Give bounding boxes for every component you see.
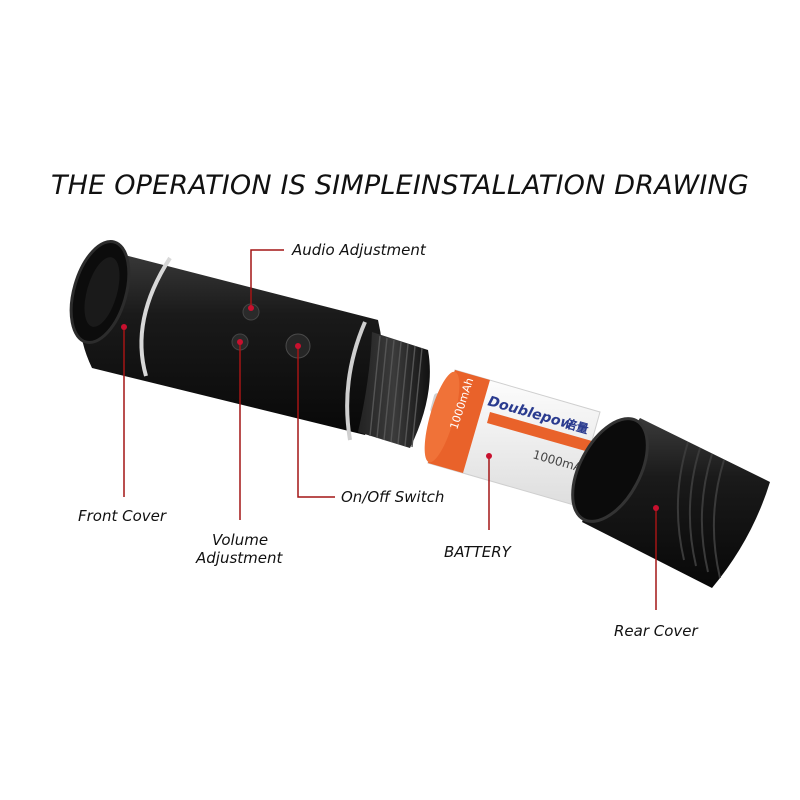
front-marker [121,324,127,330]
battery-marker [486,453,492,459]
battery-brand-cjk: 倍量 [563,415,590,436]
battery [424,369,601,506]
silver-ring [345,321,367,441]
leader-lines [123,249,657,610]
diagram-title: THE OPERATION IS SIMPLEINSTALLATION DRAW… [50,170,750,201]
label-audio-adjustment: Audio Adjustment [292,241,426,259]
label-on-off-switch: On/Off Switch [341,488,445,506]
label-volume-line2: Adjustment [196,549,283,567]
onoff-marker [295,343,301,349]
camera-body [69,240,430,448]
thread-section [358,332,430,448]
audio-marker [248,305,254,311]
label-battery: BATTERY [444,543,511,561]
silver-ring [139,256,172,377]
rear-marker [653,505,659,511]
label-front-cover: Front Cover [78,507,167,525]
label-rear-cover: Rear Cover [614,622,698,640]
volume-marker [237,339,243,345]
rear-cover [571,417,770,588]
label-volume-line1: Volume [212,531,269,549]
